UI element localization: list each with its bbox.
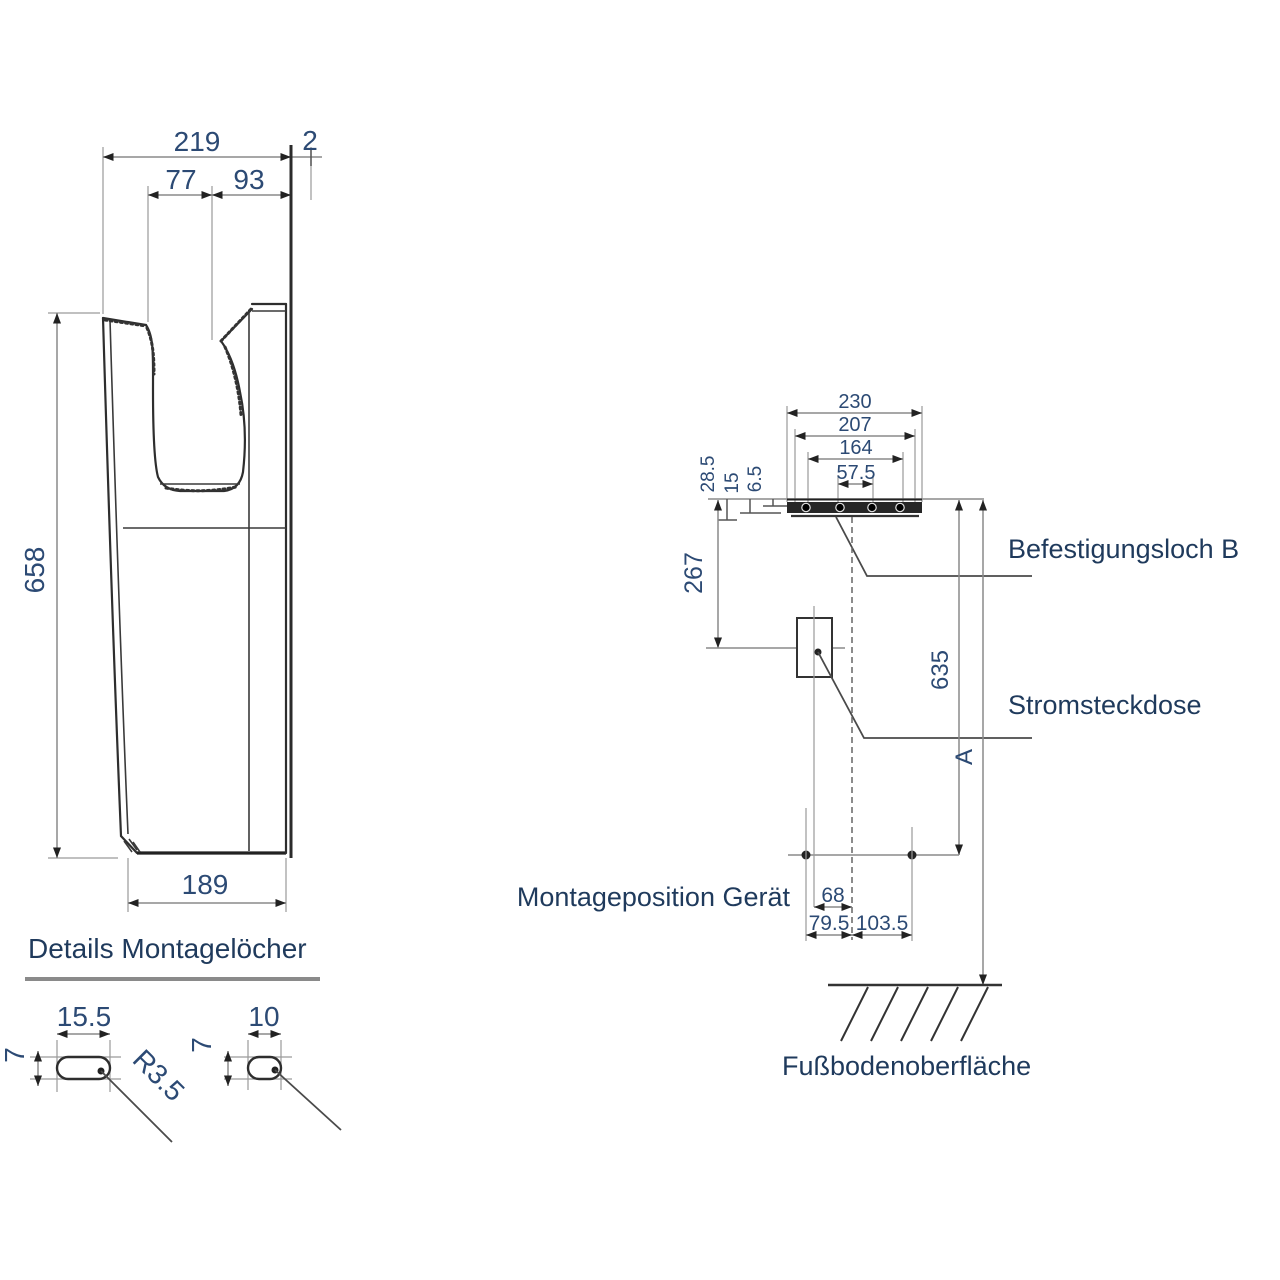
side-view: 219 2 77 93 658 189 [19, 125, 322, 912]
dim-height: 658 [19, 547, 50, 594]
bracket-hole [895, 502, 905, 513]
dim-28-5: 28.5 [698, 456, 719, 493]
power-socket [796, 606, 833, 699]
socket-label: Stromsteckdose [1008, 690, 1202, 720]
socket-leader [817, 651, 1032, 739]
slot-small-width: 10 [248, 1001, 279, 1032]
dim-wall-gap: 2 [302, 125, 318, 156]
dim-15: 15 [722, 472, 743, 493]
dim-230: 230 [838, 391, 871, 413]
details-title: Details Montagelöcher [28, 933, 307, 964]
mounting-position-diagram: 230 207 164 57.5 28.5 15 6.5 267 635 A 6… [517, 391, 1239, 1081]
slot-detail-small: 10 7 [186, 1001, 342, 1131]
slot-large-radius-leader [100, 1070, 173, 1143]
dim-164: 164 [839, 437, 872, 459]
bracket-hole [867, 502, 877, 513]
slot-small-radius-leader [274, 1069, 342, 1131]
seal-stipple-back-lip [219, 306, 254, 343]
slot-large-radius: R3.5 [127, 1043, 191, 1107]
seal-stipple-front-lip [103, 318, 148, 328]
dim-6-5: 6.5 [745, 466, 766, 492]
hand-dryer-profile [101, 302, 288, 855]
floor-hatching [840, 986, 989, 1042]
dim-267: 267 [680, 552, 708, 594]
floor-surface [828, 983, 1002, 1042]
slot-large-height: 7 [0, 1047, 30, 1063]
mount-position-label: Montageposition Gerät [517, 882, 791, 912]
dim-width-total: 219 [174, 126, 221, 157]
slot-small-shape [246, 1055, 283, 1081]
dim-a: A [951, 749, 978, 765]
dim-opening-back: 93 [233, 164, 264, 195]
bracket-hole [801, 502, 811, 513]
mounting-hole-details: Details Montagelöcher 15.5 7 R3.5 10 7 [0, 933, 342, 1143]
slot-small-height: 7 [186, 1037, 217, 1053]
dim-opening-front: 77 [165, 164, 196, 195]
dim-79-5: 79.5 [809, 912, 850, 935]
dim-depth-bottom: 189 [182, 869, 229, 900]
slot-detail-large: 15.5 7 R3.5 [0, 1001, 191, 1143]
mounting-hole-leader [835, 516, 1032, 577]
mounting-bracket [787, 498, 922, 518]
mounting-hole-label: Befestigungsloch B [1008, 534, 1239, 564]
dim-207: 207 [838, 414, 871, 436]
dim-103-5: 103.5 [856, 912, 909, 935]
details-title-underline [25, 977, 320, 981]
dim-57-5: 57.5 [837, 462, 876, 484]
floor-label: Fußbodenoberfläche [782, 1051, 1031, 1081]
bracket-hole-b [835, 502, 845, 513]
dim-68: 68 [821, 884, 844, 907]
slot-large-width: 15.5 [57, 1001, 112, 1032]
dim-635: 635 [927, 650, 954, 690]
slot-large-shape [55, 1055, 112, 1081]
